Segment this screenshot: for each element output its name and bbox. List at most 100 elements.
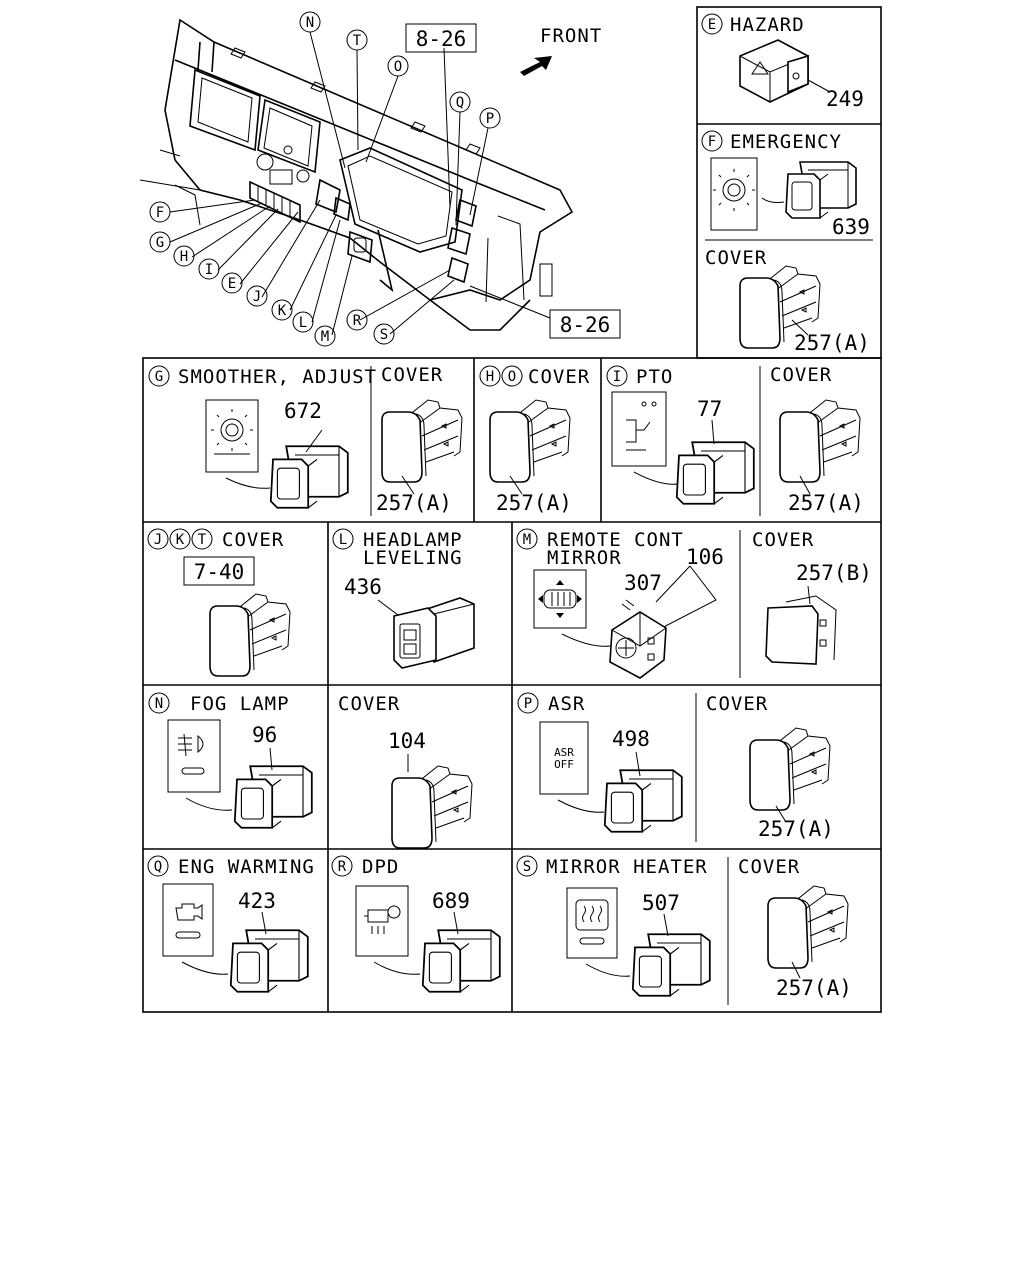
panel-jkt-cover: J K T COVER 7-40 <box>147 528 291 677</box>
svg-text:423: 423 <box>238 889 276 913</box>
svg-text:639: 639 <box>832 215 870 239</box>
svg-text:8-26: 8-26 <box>560 313 611 337</box>
panel-hazard: E HAZARD 249 <box>701 13 864 111</box>
panel-eng-warming: Q ENG WARMING 423 <box>147 855 315 993</box>
svg-text:257(A): 257(A) <box>776 976 852 1000</box>
panel-pto: I PTO 77 COVER 257(A) <box>606 364 864 515</box>
svg-text:498: 498 <box>612 727 650 751</box>
svg-text:K: K <box>278 303 287 319</box>
svg-text:MIRROR HEATER: MIRROR HEATER <box>546 856 708 878</box>
ho-cover[interactable] <box>489 399 571 483</box>
svg-text:257(A): 257(A) <box>376 491 452 515</box>
svg-text:257(A): 257(A) <box>758 817 834 841</box>
panel-remote-mirror: M REMOTE CONT MIRROR 106 307 COVER 257(B… <box>516 528 872 679</box>
dpd-icon-plate <box>355 885 409 957</box>
svg-text:COVER: COVER <box>528 366 590 388</box>
svg-text:257(A): 257(A) <box>496 491 572 515</box>
mirror-heater-icon-plate <box>566 887 618 959</box>
svg-text:J: J <box>154 532 162 548</box>
mirror-icon-plate <box>533 569 587 629</box>
fog-switch[interactable] <box>233 765 313 829</box>
panel-fog: N FOG LAMP 96 COVER 104 <box>148 692 473 849</box>
callout-q: Q <box>449 91 471 113</box>
ref-box-7-40[interactable]: 7-40 <box>183 556 255 586</box>
dpd-switch[interactable] <box>421 929 501 993</box>
svg-text:M: M <box>523 532 531 548</box>
asr-switch[interactable] <box>603 769 683 833</box>
panel-smoother: G SMOOTHER, ADJUST 672 COVER 257(A) <box>148 364 463 515</box>
svg-text:H: H <box>486 369 494 385</box>
svg-text:I: I <box>205 262 213 278</box>
svg-text:OFF: OFF <box>554 758 574 771</box>
svg-text:L: L <box>339 532 347 548</box>
svg-text:257(B): 257(B) <box>796 561 872 585</box>
svg-text:G: G <box>155 369 163 385</box>
callout-m: M <box>314 325 336 347</box>
ref-box-top[interactable]: 8-26 <box>405 23 477 53</box>
hazard-switch[interactable] <box>739 39 809 103</box>
mirror-heater-switch[interactable] <box>631 933 711 997</box>
eng-warming-switch[interactable] <box>229 929 309 993</box>
svg-text:HAZARD: HAZARD <box>730 14 805 36</box>
callout-j: J <box>246 285 268 307</box>
svg-text:672: 672 <box>284 399 322 423</box>
panel-emergency: F EMERGENCY 639 COVER 257(A) <box>701 130 870 355</box>
svg-text:S: S <box>523 859 531 875</box>
remote-cover[interactable] <box>765 595 837 665</box>
svg-text:436: 436 <box>344 575 382 599</box>
mirror-heater-cover[interactable] <box>767 885 849 969</box>
svg-text:E: E <box>228 276 236 292</box>
emergency-icon-plate <box>710 157 758 231</box>
svg-text:L: L <box>299 315 307 331</box>
svg-text:Q: Q <box>154 859 162 875</box>
svg-text:N: N <box>306 15 314 31</box>
smoother-cover[interactable] <box>381 399 463 483</box>
pto-cover[interactable] <box>779 399 861 483</box>
svg-text:307: 307 <box>624 571 662 595</box>
front-label: FRONT <box>540 25 602 47</box>
svg-text:COVER: COVER <box>770 364 832 386</box>
mirror-switch[interactable] <box>609 611 667 679</box>
panel-headlamp: L HEADLAMP LEVELING 436 <box>332 528 475 669</box>
svg-text:E: E <box>708 17 716 33</box>
svg-text:FOG LAMP: FOG LAMP <box>190 693 290 715</box>
jkt-cover[interactable] <box>209 593 291 677</box>
svg-text:R: R <box>353 313 362 329</box>
svg-text:DPD: DPD <box>362 856 399 878</box>
svg-text:COVER: COVER <box>752 529 814 551</box>
svg-text:R: R <box>338 859 347 875</box>
panel-asr: P ASR ASR OFF 498 COVER 257(A) <box>517 692 834 841</box>
engine-icon-plate <box>162 883 214 957</box>
svg-text:O: O <box>394 59 402 75</box>
ref-box-bottom[interactable]: 8-26 <box>549 309 621 339</box>
fog-cover[interactable] <box>391 765 473 849</box>
callout-s: S <box>373 323 395 345</box>
callout-n: N <box>299 11 321 33</box>
svg-text:COVER: COVER <box>338 693 400 715</box>
svg-text:689: 689 <box>432 889 470 913</box>
smoother-icon-plate <box>205 399 259 473</box>
asr-cover[interactable] <box>749 727 831 811</box>
headlamp-switch[interactable] <box>393 597 475 669</box>
fog-lamp-icon-plate <box>167 719 221 793</box>
pto-icon-plate <box>611 391 667 467</box>
svg-text:COVER: COVER <box>222 529 284 551</box>
svg-text:106: 106 <box>686 545 724 569</box>
emergency-switch[interactable] <box>785 161 857 219</box>
svg-text:104: 104 <box>388 729 426 753</box>
pto-switch[interactable] <box>675 441 755 505</box>
dashboard-overview <box>139 18 574 336</box>
svg-text:T: T <box>353 33 362 49</box>
callout-i: I <box>198 258 220 280</box>
panel-dpd: R DPD 689 <box>331 855 501 993</box>
svg-text:COVER: COVER <box>738 856 800 878</box>
svg-text:ENG WARMING: ENG WARMING <box>178 856 315 878</box>
smoother-switch[interactable] <box>269 445 349 509</box>
svg-text:P: P <box>524 696 532 712</box>
svg-text:N: N <box>155 696 163 712</box>
svg-text:SMOOTHER, ADJUST: SMOOTHER, ADJUST <box>178 366 377 388</box>
callout-k: K <box>271 299 293 321</box>
svg-text:77: 77 <box>697 397 722 421</box>
svg-text:COVER: COVER <box>705 247 767 269</box>
